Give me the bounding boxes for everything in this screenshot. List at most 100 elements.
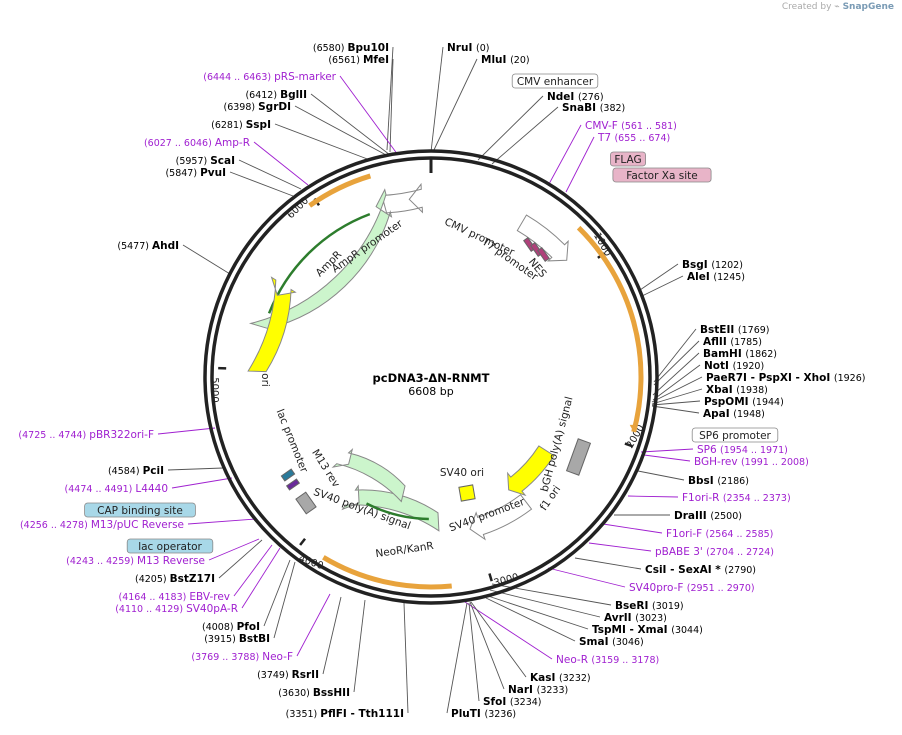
position-pvui: (5847) xyxy=(165,168,200,179)
feature-label-sp6-promoter: SP6 promoter xyxy=(699,430,771,442)
position-pfoi: (4008) xyxy=(202,622,237,633)
feature-box-cap-binding-site xyxy=(84,502,196,518)
label-tspmi-xmai: TspMI - XmaI (3044) xyxy=(592,624,703,636)
plasmid-backbone xyxy=(203,149,659,605)
name-m13-reverse: M13 Reverse xyxy=(137,555,205,567)
name-apai: ApaI xyxy=(703,408,733,420)
position-tspmi-xmai: (3044) xyxy=(671,625,703,636)
position-pbr322ori-f: (4725 .. 4744) xyxy=(18,430,89,441)
name-pbabe-3: pBABE 3' xyxy=(655,546,706,558)
leader-lines xyxy=(157,46,703,714)
label-smai: SmaI (3046) xyxy=(579,636,644,648)
leader-pfoi xyxy=(263,559,291,627)
position-bstbi: (3915) xyxy=(204,634,239,645)
leader-paer7i-pspxi-xhoi xyxy=(651,376,703,403)
leader-bpu10i xyxy=(386,46,394,151)
feature-label-flag: FLAG xyxy=(614,154,641,166)
leader-amp-r xyxy=(253,141,309,186)
name-m13-puc-reverse: M13/pUC Reverse xyxy=(91,519,184,531)
feature-label-ori: ori xyxy=(259,373,271,387)
label-bamhi: BamHI (1862) xyxy=(703,348,777,360)
position-sv40pa-r: (4110 .. 4129) xyxy=(115,604,186,615)
label-alei: AleI (1245) xyxy=(687,271,745,283)
name-pluti: PluTI xyxy=(451,708,485,720)
leader-pbr322ori-f xyxy=(157,427,216,435)
ampr-arrow xyxy=(248,188,393,330)
position-sp6: (1954 .. 1971) xyxy=(720,445,788,456)
feature-box-flag xyxy=(610,151,647,167)
name-ebv-rev: EBV-rev xyxy=(189,591,230,603)
leader-bgh-rev xyxy=(643,454,691,462)
position-aflii: (1785) xyxy=(730,337,762,348)
label-kasi: KasI (3232) xyxy=(530,672,591,684)
leader-smai xyxy=(485,597,576,642)
name-sgrdi: SgrDI xyxy=(258,101,291,113)
label-nari: NarI (3233) xyxy=(508,684,568,696)
leader-pbabe-3 xyxy=(588,542,652,552)
leader-rsrii xyxy=(322,596,342,675)
feature-box-sp6-promoter xyxy=(691,427,779,443)
name-ahdi: AhdI xyxy=(152,240,179,252)
leader-aflii xyxy=(653,340,700,386)
label-noti: NotI (1920) xyxy=(704,360,764,372)
name-smai: SmaI xyxy=(579,636,612,648)
name-amp-r: Amp-R xyxy=(215,137,250,149)
position-l4440: (4474 .. 4491) xyxy=(65,484,136,495)
name-sp6: SP6 xyxy=(697,444,720,456)
feature-label-lac-promoter: lac promoter xyxy=(274,407,311,474)
name-xbai: XbaI xyxy=(706,384,736,396)
position-ndei: (276) xyxy=(578,92,604,103)
leader-bsshii xyxy=(353,599,366,693)
feature-label-cmv-enhancer: CMV enhancer xyxy=(517,76,594,88)
position-avrii: (3023) xyxy=(635,613,667,624)
feature-box-cmv-enhancer xyxy=(511,73,599,89)
rnmt-arc-head-icon xyxy=(629,424,638,432)
name-pspomi: PspOMI xyxy=(704,396,752,408)
ori-arrow xyxy=(247,276,297,373)
position-bseri: (3019) xyxy=(652,601,684,612)
name-pvui: PvuI xyxy=(200,167,226,179)
leader-bsteii xyxy=(653,328,697,383)
leader-snabi xyxy=(491,106,559,165)
feature-label-m13-rev: M13 rev xyxy=(309,447,342,489)
credit-prefix: Created by xyxy=(781,2,832,12)
position-m13-reverse: (4243 .. 4259) xyxy=(66,556,137,567)
amp-orange-arc xyxy=(308,173,372,208)
position-cmv-f: (561 .. 581) xyxy=(621,121,677,132)
name-draiii: DraIII xyxy=(674,510,710,522)
leader-m13-puc-reverse xyxy=(187,518,257,525)
leader-ebv-rev xyxy=(233,544,273,597)
position-amp-r: (6027 .. 6046) xyxy=(144,138,215,149)
position-pspomi: (1944) xyxy=(752,397,784,408)
feature-shapes xyxy=(247,173,644,590)
label-f1ori-f: F1ori-F (2564 .. 2585) xyxy=(666,528,773,540)
tick-mark-4000 xyxy=(299,537,307,546)
tick-mark-2000 xyxy=(624,442,633,448)
label-bgh-rev: BGH-rev (1991 .. 2008) xyxy=(694,456,809,468)
leader-pvui xyxy=(229,171,294,197)
plasmid-size: 6608 bp xyxy=(408,385,453,398)
name-pcii: PciI xyxy=(143,465,164,477)
feature-label-sv40-ori: SV40 ori xyxy=(440,467,484,479)
leader-alei xyxy=(641,275,684,297)
leader-kasi xyxy=(470,601,527,678)
leader-cmv-f xyxy=(548,124,582,185)
name-snabi: SnaBI xyxy=(562,102,600,114)
leader-sgrdi xyxy=(294,105,389,157)
position-bsshii: (3630) xyxy=(278,688,313,699)
leader-sp6 xyxy=(640,448,694,453)
feature-label-factor-xa-site: Factor Xa site xyxy=(626,170,697,182)
rnmt-orange-arc xyxy=(576,225,644,433)
leader-l4440 xyxy=(171,477,233,489)
name-bgh-rev: BGH-rev xyxy=(694,456,741,468)
name-neo-r: Neo-R xyxy=(556,654,591,666)
label-nrui: NruI (0) xyxy=(447,42,489,54)
position-bstz17i: (4205) xyxy=(135,574,170,585)
position-apai: (1948) xyxy=(733,409,765,420)
name-alei: AleI xyxy=(687,271,713,283)
position-ahdi: (5477) xyxy=(117,241,152,252)
position-pbabe-3: (2704 .. 2724) xyxy=(706,547,774,558)
label-l4440: (4474 .. 4491) L4440 xyxy=(65,483,168,495)
name-bseri: BseRI xyxy=(615,600,652,612)
